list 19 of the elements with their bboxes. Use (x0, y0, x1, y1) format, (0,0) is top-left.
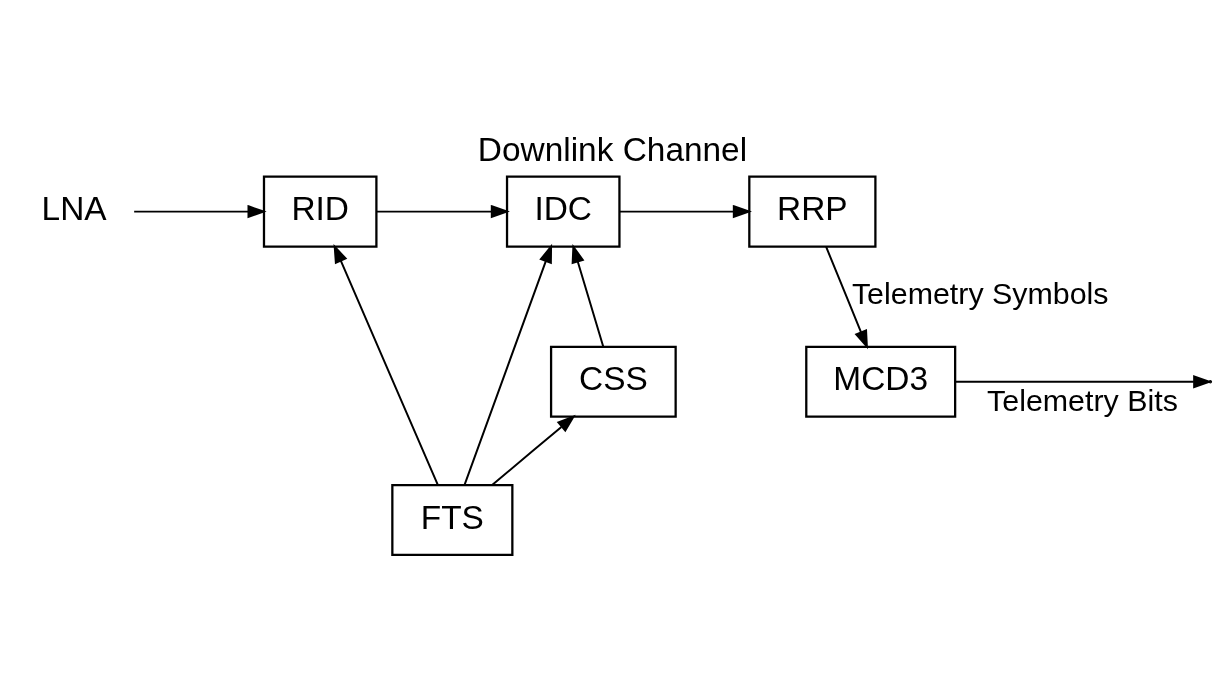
arrow (491, 414, 576, 487)
arrow (954, 375, 1213, 389)
arrow (463, 243, 553, 486)
edge-label: Telemetry Symbols (851, 276, 1109, 311)
arrow (571, 244, 605, 348)
node-box: RID (262, 175, 378, 248)
arrow (333, 243, 439, 486)
arrow (825, 245, 868, 350)
arrow (375, 204, 510, 219)
node-box: CSS (549, 345, 677, 418)
node-box: MCD3 (805, 345, 957, 418)
diagram-title: Downlink Channel (477, 130, 748, 168)
node-text: LNA (41, 190, 107, 228)
arrow (133, 204, 267, 219)
node-box: FTS (391, 483, 514, 557)
edge-label: Telemetry Bits (987, 382, 1178, 417)
node-box: IDC (505, 175, 621, 248)
node-box: RRP (748, 175, 877, 248)
arrow (618, 204, 752, 219)
